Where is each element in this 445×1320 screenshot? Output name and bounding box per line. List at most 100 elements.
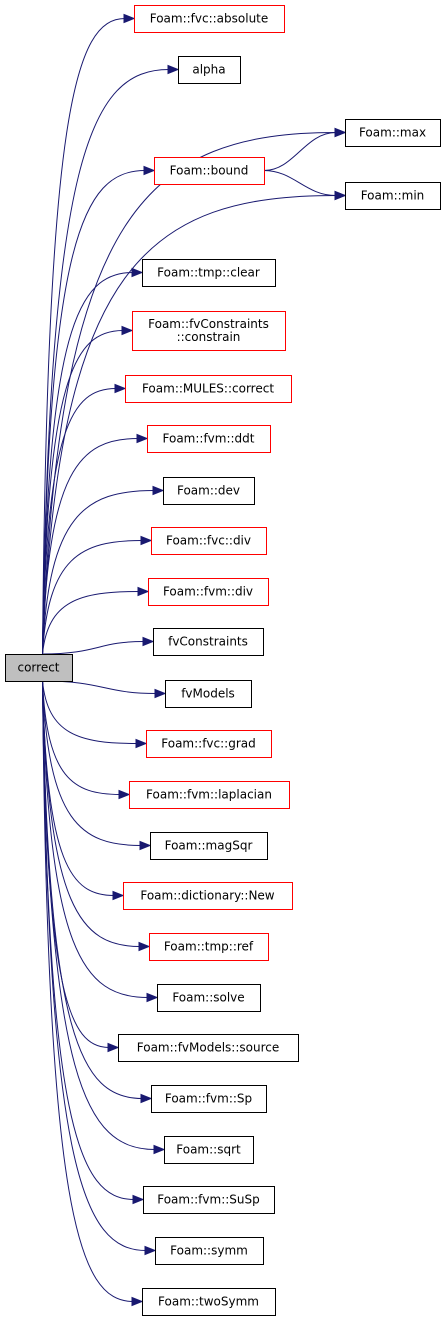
arrowhead-icon — [167, 64, 180, 75]
node-label: Foam::tmp::ref — [164, 940, 254, 954]
node-tmp-clear[interactable]: Foam::tmp::clear — [142, 259, 276, 287]
edge-correct-to-fvm-laplacian — [42, 680, 131, 800]
node-label: Foam::fvm::SuSp — [157, 1193, 260, 1207]
edge-line — [42, 680, 141, 947]
edge-correct-to-dictionary-new — [42, 680, 125, 901]
edge-correct-to-fvm-susp — [42, 680, 145, 1205]
node-fvc-absolute[interactable]: Foam::fvc::absolute — [134, 5, 285, 33]
node-box — [118, 1034, 299, 1062]
node-box — [154, 157, 265, 185]
node-bound[interactable]: Foam::bound — [154, 157, 265, 185]
arrowhead-icon — [140, 535, 153, 546]
node-correct[interactable]: correct — [5, 654, 73, 682]
arrowhead-icon — [144, 1245, 157, 1256]
edge-bound-to-min — [263, 170, 347, 201]
edge-line — [42, 388, 117, 655]
edge-correct-to-sqrt — [42, 680, 166, 1155]
nodes-layer: correct Foam::fvc::absolutealphaFoam::max… — [5, 5, 441, 1316]
arrowhead-icon — [114, 383, 127, 394]
node-dev[interactable]: Foam::dev — [163, 477, 255, 505]
node-label: Foam::symm — [170, 1244, 248, 1258]
arrowhead-icon — [136, 433, 149, 444]
node-fvm-laplacian[interactable]: Foam::fvm::laplacian — [129, 781, 290, 809]
edges-layer — [42, 13, 347, 1307]
node-label: Foam::fvm::div — [163, 585, 253, 599]
arrowhead-icon — [112, 890, 125, 901]
node-box — [123, 882, 293, 910]
node-magsqr[interactable]: Foam::magSqr — [150, 832, 268, 860]
node-box — [146, 730, 272, 758]
node-label: Foam::fvm::laplacian — [146, 788, 272, 802]
node-box — [143, 1186, 275, 1214]
node-label: ::constrain — [177, 330, 241, 344]
edge-correct-to-fvmodels — [42, 680, 167, 699]
node-label: Foam::MULES::correct — [142, 382, 274, 396]
node-min[interactable]: Foam::min — [345, 182, 441, 210]
node-label: Foam::dictionary::New — [140, 889, 274, 903]
node-label: correct — [17, 661, 59, 675]
node-box — [178, 56, 241, 84]
arrowhead-icon — [154, 688, 167, 699]
arrowhead-icon — [118, 789, 131, 800]
node-fvmodels[interactable]: fvModels — [165, 680, 252, 708]
node-label: Foam::tmp::clear — [157, 266, 260, 280]
edge-correct-to-magsqr — [42, 680, 152, 851]
node-fvm-susp[interactable]: Foam::fvm::SuSp — [143, 1186, 275, 1214]
node-fvc-div[interactable]: Foam::fvc::div — [151, 527, 267, 555]
edge-correct-to-solve — [42, 680, 159, 1003]
node-box — [151, 1085, 267, 1113]
node-label: Foam::sqrt — [176, 1143, 241, 1157]
node-fvconstraints-constrain[interactable]: Foam::fvConstraints::constrain — [132, 311, 286, 351]
node-fvc-grad[interactable]: Foam::fvc::grad — [146, 730, 272, 758]
node-twosymm[interactable]: Foam::twoSymm — [142, 1288, 276, 1316]
arrowhead-icon — [123, 13, 136, 24]
arrowhead-icon — [137, 586, 150, 597]
edge-line — [42, 18, 126, 655]
node-fvm-sp[interactable]: Foam::fvm::Sp — [151, 1085, 267, 1113]
node-mules-correct[interactable]: Foam::MULES::correct — [125, 375, 292, 403]
edge-correct-to-fvm-div — [42, 586, 150, 655]
node-sqrt[interactable]: Foam::sqrt — [164, 1136, 254, 1164]
node-label: alpha — [192, 63, 225, 77]
node-box — [142, 1288, 276, 1316]
node-solve[interactable]: Foam::solve — [157, 984, 261, 1012]
node-max[interactable]: Foam::max — [345, 119, 441, 147]
node-box — [132, 311, 286, 351]
node-fvconstraints[interactable]: fvConstraints — [153, 628, 264, 656]
node-box — [149, 933, 269, 961]
node-tmp-ref[interactable]: Foam::tmp::ref — [149, 933, 269, 961]
edge-line — [42, 195, 337, 655]
node-dictionary-new[interactable]: Foam::dictionary::New — [123, 882, 293, 910]
node-box — [151, 527, 267, 555]
edge-correct-to-fvconstraints — [42, 636, 155, 655]
arrowhead-icon — [139, 840, 152, 851]
arrowhead-icon — [140, 1093, 153, 1104]
edge-line — [42, 490, 155, 655]
arrowhead-icon — [143, 165, 156, 176]
edge-correct-to-bound — [42, 165, 156, 655]
node-box — [153, 628, 264, 656]
node-symm[interactable]: Foam::symm — [155, 1237, 264, 1265]
edge-line — [42, 680, 134, 1302]
arrowhead-icon — [138, 941, 151, 952]
node-fvm-ddt[interactable]: Foam::fvm::ddt — [147, 425, 271, 453]
edge-line — [263, 132, 337, 171]
edge-line — [42, 330, 124, 655]
arrowhead-icon — [334, 127, 347, 138]
node-label: fvModels — [181, 687, 235, 701]
arrowhead-icon — [142, 636, 155, 647]
node-label: Foam::max — [359, 126, 426, 140]
node-fvm-div[interactable]: Foam::fvm::div — [148, 578, 269, 606]
edge-correct-to-dev — [42, 485, 165, 655]
arrowhead-icon — [107, 1042, 120, 1053]
node-fvmodels-source[interactable]: Foam::fvModels::source — [118, 1034, 299, 1062]
node-box — [155, 1237, 264, 1265]
edge-correct-to-fvc-div — [42, 535, 153, 655]
node-alpha[interactable]: alpha — [178, 56, 241, 84]
root-node-box — [5, 654, 73, 682]
edge-line — [42, 680, 142, 846]
node-box — [147, 425, 271, 453]
edge-line — [42, 69, 170, 655]
node-label: fvConstraints — [168, 635, 248, 649]
